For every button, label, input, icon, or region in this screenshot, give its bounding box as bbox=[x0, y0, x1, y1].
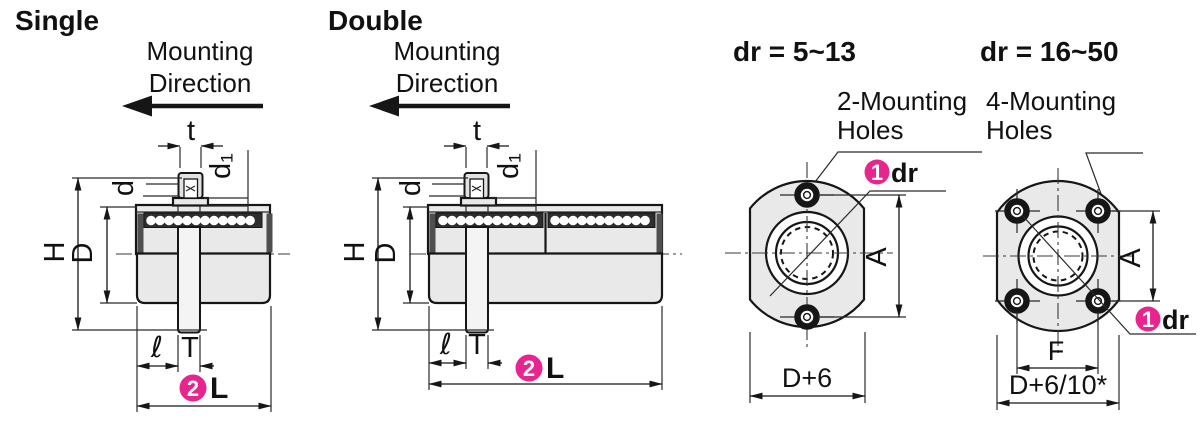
flange-2hole-dimensions: A D+6 bbox=[749, 194, 906, 403]
flange-4hole-badge-number: 1 bbox=[1142, 307, 1154, 332]
double-dim-label-L: L bbox=[546, 352, 564, 385]
single-dimensions: t d d₁ H D ℓ T 2 L bbox=[39, 115, 272, 412]
single-mounting-direction-label-line2: Direction bbox=[149, 68, 252, 98]
flange-2hole-range-label: dr = 5~13 bbox=[733, 36, 856, 67]
double-dim-label-t: t bbox=[473, 115, 481, 147]
double-bushing-body bbox=[426, 172, 664, 334]
single-dim-label-ell: ℓ bbox=[150, 330, 163, 364]
single-dim-label-T: T bbox=[181, 332, 199, 364]
flange-2hole-dim-label-D6: D+6 bbox=[782, 363, 832, 393]
single-title: Single bbox=[15, 5, 99, 36]
single-section: Single Mounting Direction bbox=[15, 5, 290, 412]
double-dim-label-d: d bbox=[395, 180, 427, 196]
double-dim-label-ell: ℓ bbox=[439, 327, 452, 361]
single-mounting-direction-arrow-icon bbox=[122, 95, 263, 117]
flange-2hole-holes-label-line2: Holes bbox=[837, 115, 903, 145]
double-badge-circle bbox=[515, 354, 543, 382]
double-mounting-direction-arrow-icon bbox=[369, 95, 510, 117]
single-dim-label-L: L bbox=[210, 372, 228, 405]
flange-2hole-badge-number: 1 bbox=[871, 160, 883, 185]
single-bushing-body bbox=[134, 172, 273, 334]
flange-4hole-dr-leader-line bbox=[1021, 214, 1196, 335]
flange-2hole-body bbox=[725, 162, 893, 350]
single-grease-nipple bbox=[177, 172, 204, 199]
flange-4hole-dr-callout: 1 dr bbox=[1135, 305, 1189, 335]
double-L-callout: 2 L bbox=[515, 352, 564, 385]
flange-2hole-dim-label-dr: dr bbox=[891, 158, 918, 188]
single-badge-circle bbox=[179, 374, 207, 402]
flange-4hole-holes-label-line2: Holes bbox=[986, 115, 1052, 145]
flange-2hole-view: dr = 5~13 2-Mounting Holes 1 dr bbox=[725, 36, 982, 403]
flange-2hole-holes-leader-line bbox=[811, 151, 982, 187]
double-dim-label-T: T bbox=[468, 329, 486, 361]
flange-4hole-dimensions: A F D+6/10* bbox=[996, 210, 1160, 410]
flange-4hole-holes-leader-line bbox=[1085, 152, 1143, 203]
double-mounting-stud bbox=[465, 226, 489, 334]
double-nipple-boss bbox=[459, 196, 498, 207]
double-title: Double bbox=[328, 5, 423, 36]
flange-2hole-holes-label-line1: 2-Mounting bbox=[837, 86, 967, 116]
flange-4hole-dim-label-D610: D+6/10* bbox=[1009, 370, 1108, 400]
double-grease-nipple bbox=[463, 172, 490, 199]
flange-4hole-dim-label-F: F bbox=[1048, 336, 1065, 366]
double-badge-number: 2 bbox=[523, 356, 535, 381]
flange-2hole-dr-callout: 1 dr bbox=[864, 158, 918, 188]
flange-4hole-badge-circle bbox=[1135, 306, 1161, 332]
single-dim-label-D: D bbox=[67, 243, 99, 264]
flange-2hole-dim-label-A: A bbox=[861, 247, 893, 267]
flange-4hole-dim-label-A: A bbox=[1115, 248, 1147, 268]
double-mounting-direction-label-line2: Direction bbox=[396, 68, 499, 98]
flange-2hole-badge-circle bbox=[864, 159, 890, 185]
double-dimensions: t d d₁ H D ℓ T 2 L bbox=[339, 115, 663, 390]
single-mounting-direction-label-line1: Mounting bbox=[147, 36, 254, 66]
flange-4hole-body bbox=[983, 168, 1136, 353]
single-L-callout: 2 L bbox=[179, 372, 228, 405]
single-dim-label-d1: d₁ bbox=[205, 153, 237, 179]
single-nipple-boss bbox=[171, 196, 210, 207]
flange-4hole-range-label: dr = 16~50 bbox=[980, 36, 1119, 67]
double-dim-label-H: H bbox=[339, 242, 371, 263]
double-dim-label-D: D bbox=[370, 243, 402, 264]
flange-4hole-view: dr = 16~50 4-Mounting Holes bbox=[980, 36, 1196, 410]
double-dim-label-d1: d₁ bbox=[493, 153, 525, 179]
flange-4hole-dim-label-dr: dr bbox=[1162, 305, 1189, 335]
single-dim-label-t: t bbox=[187, 115, 195, 147]
single-dim-label-H: H bbox=[39, 242, 71, 263]
flange-4hole-holes-label-line1: 4-Mounting bbox=[986, 86, 1116, 116]
flange-2hole-dr-leader-line bbox=[769, 190, 946, 297]
double-section: Double Mounting Direction bbox=[328, 5, 682, 390]
single-dim-label-d: d bbox=[108, 180, 140, 196]
single-mounting-stud bbox=[177, 226, 201, 334]
single-badge-number: 2 bbox=[187, 376, 199, 401]
double-mounting-direction-label-line1: Mounting bbox=[394, 36, 501, 66]
